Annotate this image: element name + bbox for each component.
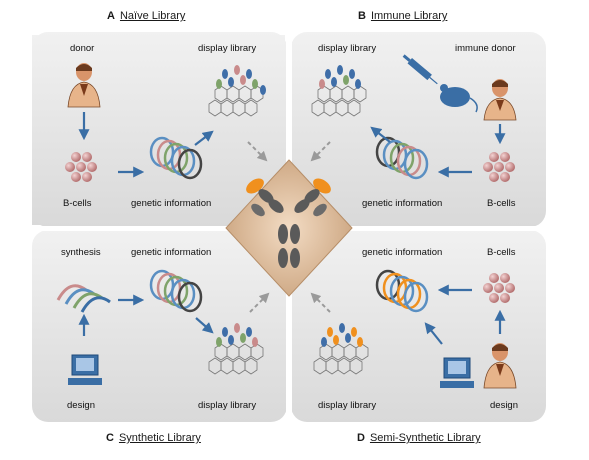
label-donor: donor [70, 43, 95, 54]
title-semi-synthetic-library: Semi-Synthetic Library [369, 432, 481, 444]
display-library-icon [311, 65, 367, 117]
label-b-cells-b: B-cells [487, 198, 516, 209]
label-synthesis: synthesis [61, 247, 101, 258]
display-library-icon [208, 323, 264, 375]
computer-icon [68, 354, 102, 385]
label-b-cells-d: B-cells [487, 247, 516, 258]
b-cells-cluster-icon [65, 152, 97, 182]
label-genetic-information-a: genetic information [131, 198, 212, 209]
computer-icon [440, 357, 474, 388]
label-genetic-information-b: genetic information [362, 198, 443, 209]
quadrant-letter-c: C [106, 432, 114, 444]
label-display-library-c: display library [198, 400, 257, 411]
header-d: D Semi-Synthetic Library [357, 432, 481, 444]
display-library-icon [208, 65, 266, 117]
label-design-d: design [490, 400, 518, 411]
donor-person-icon [67, 63, 101, 108]
synthesis-arcs-icon [56, 284, 111, 313]
panel-a [32, 32, 287, 227]
label-genetic-information-c: genetic information [131, 247, 212, 258]
plasmid-rings-icon [375, 136, 429, 180]
quadrant-letter-b: B [358, 10, 366, 22]
quadrant-letter-a: A [107, 10, 115, 22]
antibody-icon [246, 178, 331, 268]
label-display-library-a: display library [198, 43, 257, 54]
label-display-library-b: display library [318, 43, 377, 54]
label-display-library-d: display library [318, 400, 377, 411]
plasmid-rings-icon [149, 269, 203, 313]
display-library-icon [313, 323, 369, 375]
label-b-cells-a: B-cells [63, 198, 92, 209]
syringe-icon [402, 54, 438, 85]
title-synthetic-library: Synthetic Library [118, 432, 201, 444]
quadrant-letter-d: D [357, 432, 365, 444]
plasmid-rings-icon [149, 136, 203, 180]
label-design-c: design [67, 400, 95, 411]
header-b: B Immune Library [358, 10, 447, 22]
plasmid-rings-icon [375, 269, 429, 313]
title-immune-library: Immune Library [370, 10, 448, 22]
mouse-icon [440, 84, 478, 113]
header-c: C Synthetic Library [106, 432, 201, 444]
label-immune-donor: immune donor [455, 43, 516, 54]
b-cells-cluster-icon [483, 273, 515, 303]
header-a: A Naïve Library [107, 10, 185, 22]
center-antibody-diamond [225, 159, 353, 297]
immune-donor-person-icon [483, 79, 517, 121]
label-genetic-information-d: genetic information [362, 247, 443, 258]
panel-c [32, 230, 287, 422]
panel-b [291, 32, 546, 227]
title-naive-library: Naïve Library [119, 10, 186, 22]
panel-d [291, 230, 546, 422]
b-cells-cluster-icon [483, 152, 515, 182]
designer-person-icon [483, 343, 517, 389]
